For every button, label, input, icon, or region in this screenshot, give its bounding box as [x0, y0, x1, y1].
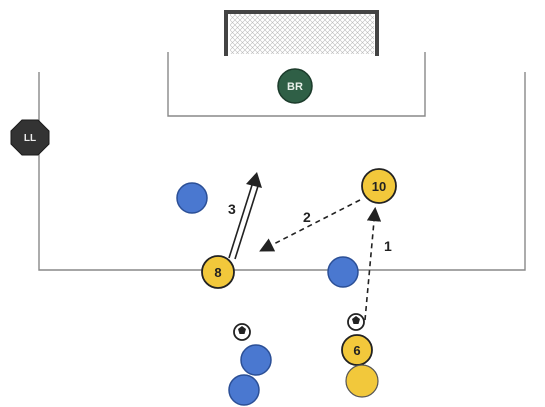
move-3-label: 3: [228, 201, 236, 217]
player-8-label: 8: [214, 265, 221, 280]
player-10-marker: 10: [361, 168, 397, 204]
goalkeeper-label: BR: [287, 81, 303, 93]
defender-marker: [176, 182, 208, 214]
move-1: 1: [364, 206, 392, 321]
player-6-label: 6: [353, 343, 360, 358]
player-8-marker: 8: [201, 255, 235, 289]
defender-marker: [327, 256, 359, 288]
defenders: [176, 182, 359, 406]
move-2: 2: [259, 199, 361, 252]
left-marker-label: LL: [24, 133, 36, 144]
defender-marker: [228, 374, 260, 406]
goal: [224, 10, 379, 56]
pitch-outline: [38, 72, 526, 271]
goalkeeper-marker: BR: [277, 68, 313, 104]
goal-area: [167, 52, 426, 117]
move-3: 3: [228, 172, 262, 260]
player-10-label: 10: [372, 179, 386, 194]
player-extra-marker: [345, 364, 379, 398]
pitch-lines: [38, 52, 526, 271]
defender-marker: [240, 344, 272, 376]
player-6-marker: 6: [341, 334, 373, 366]
move-1-label: 1: [384, 238, 392, 254]
left-marker: LL: [10, 119, 50, 156]
ball-icon: [233, 323, 251, 341]
move-2-label: 2: [303, 209, 311, 225]
goal-frame: [224, 10, 379, 56]
ball-icon: [347, 313, 365, 331]
goal-net: [230, 14, 374, 54]
